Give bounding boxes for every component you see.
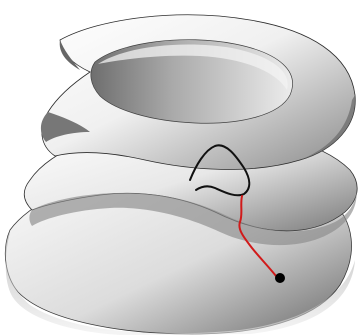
end-point-marker bbox=[275, 273, 285, 283]
helicoid-upper-tier bbox=[41, 15, 355, 170]
